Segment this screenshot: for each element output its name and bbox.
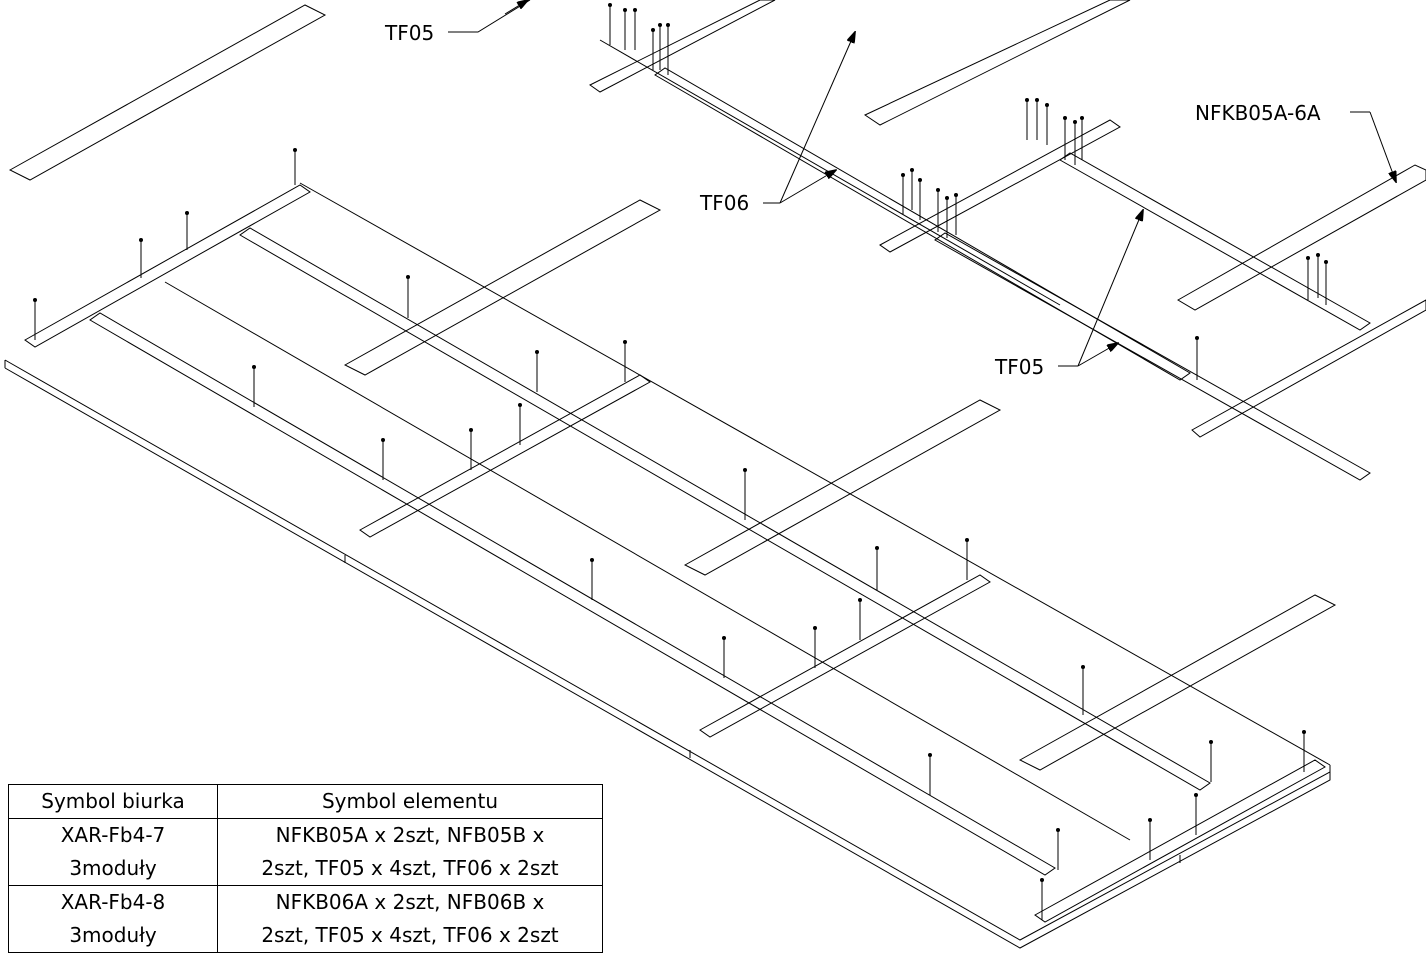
cell-elements: NFKB06A x 2szt, NFB06B x 2szt, TF05 x 4s…: [217, 885, 603, 953]
frame-1-cap-right: [297, 7, 319, 19]
frame-3-foot-bar: [699, 574, 991, 738]
callout-tf06: TF06: [699, 32, 855, 215]
cell-desk: XAR-Fb4-7 3moduły: [8, 818, 218, 886]
exploded-frame-b-leg: [1110, 0, 1130, 125]
exploded-frame-d-foot: [1191, 299, 1426, 438]
cell-elements: NFKB05A x 2szt, NFB05B x 2szt, TF05 x 4s…: [217, 818, 603, 886]
callout-nfkb: NFKB05A-6A: [1195, 101, 1396, 182]
table-row: XAR-Fb4-7 3moduły NFKB05A x 2szt, NFB05B…: [8, 818, 603, 886]
spec-table: Symbol biurka Symbol elementu XAR-Fb4-7 …: [8, 784, 603, 953]
exploded-frame-d-cap: [1175, 292, 1197, 304]
cell-desk: XAR-Fb4-8 3moduły: [8, 885, 218, 953]
frame-2-leg-right: [635, 205, 655, 380]
exploded-frame-a-foot: [589, 0, 776, 93]
frame-4-cap-right: [1304, 590, 1326, 602]
exploded-beam-tf05-b: [599, 39, 1061, 306]
frame-2-cap-right: [631, 200, 653, 212]
beam-a: [89, 312, 1056, 876]
exploded-beam-tf06-b: [1059, 152, 1371, 331]
beam-b: [239, 227, 1211, 791]
beam-c: [164, 281, 1131, 841]
frame-4-leg-left: [1015, 760, 1035, 935]
assembled-screws: [33, 148, 1306, 920]
frame-4-foot-bar: [1034, 759, 1326, 923]
frame-2-foot-bar: [359, 374, 651, 538]
exploded-frame-a-leg: [575, 0, 591, 105]
frame-3-leg-left: [680, 565, 700, 750]
frame-4-leg-right: [1310, 595, 1330, 770]
desktop-top-edge: [4, 359, 1331, 941]
callout-label-tf06: TF06: [699, 191, 749, 215]
desktop-back-edge: [299, 182, 1331, 766]
frame-3-top-bar: [683, 399, 1002, 576]
col-element-symbol: Symbol elementu: [217, 784, 603, 819]
callout-label-nfkb: NFKB05A-6A: [1195, 101, 1321, 125]
callout-label-tf05-top: TF05: [384, 21, 434, 45]
assembled-desk: [4, 4, 1337, 949]
exploded-frame-c-top: [863, 0, 1131, 126]
frame-3: [680, 399, 1002, 750]
frame-1: [5, 4, 327, 355]
exploded-frame-c-leg-left: [860, 110, 880, 270]
frame-1-cap-left: [7, 169, 29, 181]
frame-4-cap-left: [1016, 751, 1038, 763]
frame-3-leg-right: [975, 405, 995, 580]
exploded-beam-tf05-a: [934, 232, 1371, 481]
frame-1-leg-left: [5, 160, 25, 355]
table-row: XAR-Fb4-8 3moduły NFKB06A x 2szt, NFB06B…: [8, 885, 603, 953]
callout-tf05-top: TF05: [384, 0, 531, 45]
callout-tf05-mid: TF05: [994, 210, 1143, 379]
frame-2-top-bar: [343, 199, 662, 376]
frame-2: [343, 199, 662, 538]
exploded-beam-tf06-a: [654, 67, 1191, 381]
frame-4-top-bar: [1018, 594, 1337, 771]
col-desk-symbol: Symbol biurka: [8, 784, 218, 819]
spec-table-header: Symbol biurka Symbol elementu: [8, 784, 603, 819]
exploded-screws: [608, 3, 1328, 380]
frame-1-leg-right: [300, 10, 320, 190]
frame-1-foot-bar: [24, 184, 311, 348]
frame-1-top-bar: [8, 4, 327, 181]
desktop-bottom-edge: [4, 367, 1331, 949]
exploded-frame-c-foot: [879, 119, 1121, 253]
exploded-frame-d-top: [1177, 164, 1426, 311]
callout-label-tf05-mid: TF05: [994, 355, 1044, 379]
exploded-desk: [575, 0, 1426, 481]
